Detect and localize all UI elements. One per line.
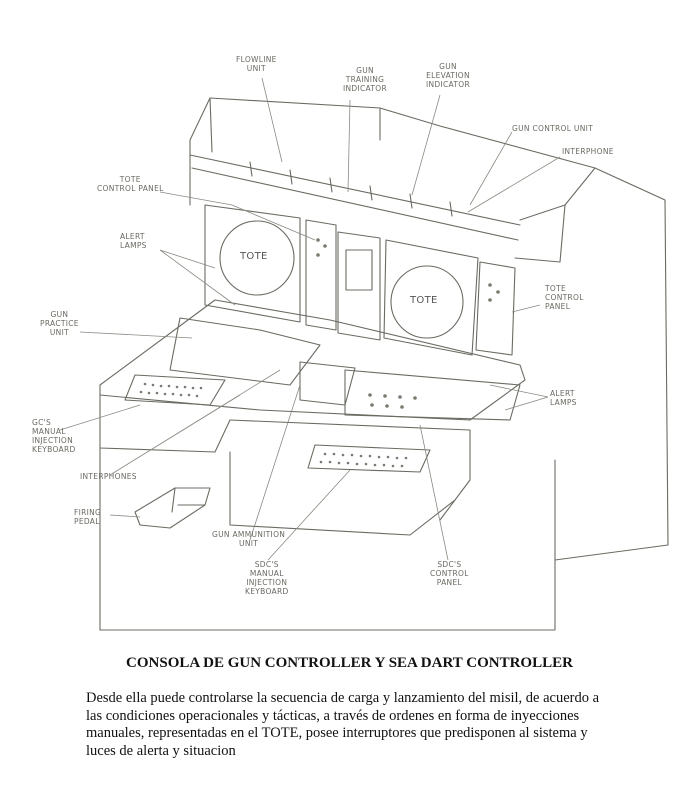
keyboard-keys <box>139 238 500 468</box>
upper-housing-edges <box>189 97 381 206</box>
label-gun-elevation-indicator: GUN ELEVATION INDICATOR <box>426 62 470 89</box>
centre-panel <box>337 231 381 341</box>
label-firing-pedal: FIRING PEDAL <box>74 508 102 526</box>
gun-ammunition-unit-panel <box>299 361 356 406</box>
sdc-control-panel-frame <box>344 369 521 421</box>
tote-left-control-panel-box <box>305 219 337 331</box>
label-alert-lamps-left: ALERT LAMPS <box>120 232 147 250</box>
lower-cabinet <box>99 447 556 631</box>
console-diagram: TOTE TOTE FLOWLINE UNIT GUN TRAINING IND… <box>32 55 669 631</box>
label-tote-control-panel-left: TOTE CONTROL PANEL <box>97 175 164 193</box>
sdc-keyboard-outline <box>307 444 431 473</box>
tote-screen-left-label: TOTE <box>240 251 268 262</box>
sdc-keys <box>319 452 408 468</box>
label-gun-training-indicator: GUN TRAINING INDICATOR <box>343 66 387 93</box>
lower-knee-recess <box>229 451 456 536</box>
label-sdc-manual-injection-keyboard: SDC'S MANUAL INJECTION KEYBOARD <box>245 560 289 596</box>
firing-pedal-edges <box>171 487 206 513</box>
label-gun-control-unit: GUN CONTROL UNIT <box>512 124 593 133</box>
tote-right-control-panel-box <box>475 261 516 356</box>
leader-lines <box>59 77 561 561</box>
description-line: manuales, representadas en el TOTE, pose… <box>86 725 588 741</box>
tote-screen-right-circle <box>390 265 464 339</box>
label-sdc-control-panel: SDC'S CONTROL PANEL <box>430 560 469 587</box>
tote-left-bay <box>204 204 301 323</box>
tote-screen-left-circle <box>219 220 295 296</box>
desk-surface <box>99 299 526 421</box>
description-line: las condiciones operacionales y tácticas… <box>86 707 580 724</box>
label-alert-lamps-right: ALERT LAMPS <box>550 389 577 407</box>
cabinet-corner <box>514 204 566 263</box>
figure-caption: CONSOLA DE GUN CONTROLLER Y SEA DART CON… <box>126 655 573 671</box>
label-gc-manual-injection-keyboard: GC'S MANUAL INJECTION KEYBOARD <box>32 418 76 454</box>
label-gun-practice-unit: GUN PRACTICE UNIT <box>40 310 79 337</box>
gc-keyboard-outline <box>124 374 226 406</box>
description-line: Desde ella puede controlarse la secuenci… <box>86 690 600 706</box>
indicator-dividers <box>249 161 453 217</box>
label-interphones: INTERPHONES <box>80 472 137 481</box>
gc-keys <box>139 382 203 398</box>
centre-panel-screen <box>345 249 373 291</box>
tote-right-bay <box>383 239 479 356</box>
desk-front-left <box>99 394 231 453</box>
figure-description: Desde ella puede controlarse la secuenci… <box>86 690 646 760</box>
label-flowline-unit: FLOWLINE UNIT <box>236 55 277 73</box>
tote-screen-right-label: TOTE <box>410 295 438 306</box>
label-interphone: INTERPHONE <box>562 147 614 156</box>
console-drawing <box>59 77 669 631</box>
gun-practice-unit-panel <box>169 317 321 386</box>
label-tote-control-panel-right: TOTE CONTROL PANEL <box>545 284 584 311</box>
label-gun-ammunition-unit: GUN AMMUNITION UNIT <box>212 530 286 548</box>
cabinet-right-side <box>554 167 669 561</box>
indicator-strip <box>189 154 521 241</box>
description-line: luces de alerta y situacion <box>86 742 236 759</box>
panel-lamps <box>316 238 500 409</box>
upper-housing-outline <box>189 97 596 221</box>
